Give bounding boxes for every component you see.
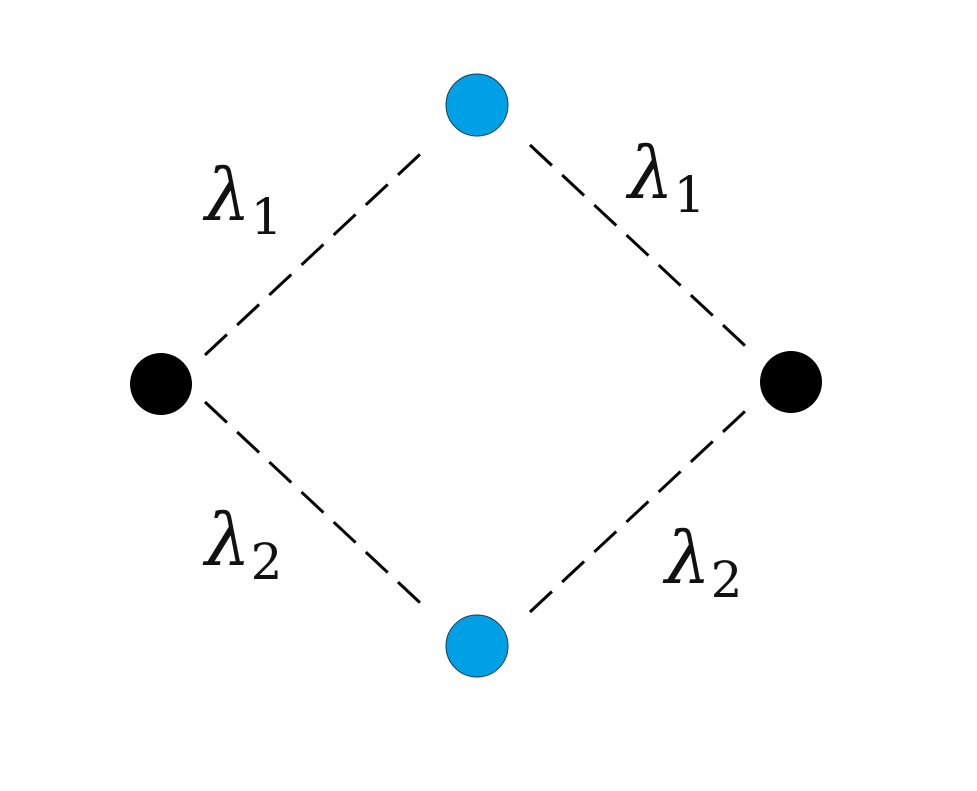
label-lambda-1-top-right: λ1 (625, 131, 705, 224)
edge-bottom-right (528, 400, 757, 614)
node-left (130, 353, 192, 415)
edge-left-top (203, 143, 432, 357)
edge-top-right (528, 143, 757, 357)
label-lambda-2-bottom-right: λ2 (662, 516, 742, 609)
node-bottom (445, 614, 509, 678)
label-lambda-2-bottom-left: λ2 (202, 498, 282, 591)
label-lambda-1-top-left: λ1 (202, 153, 282, 246)
edge-left-bottom (203, 400, 432, 614)
node-right (760, 351, 822, 413)
node-top (445, 73, 509, 137)
